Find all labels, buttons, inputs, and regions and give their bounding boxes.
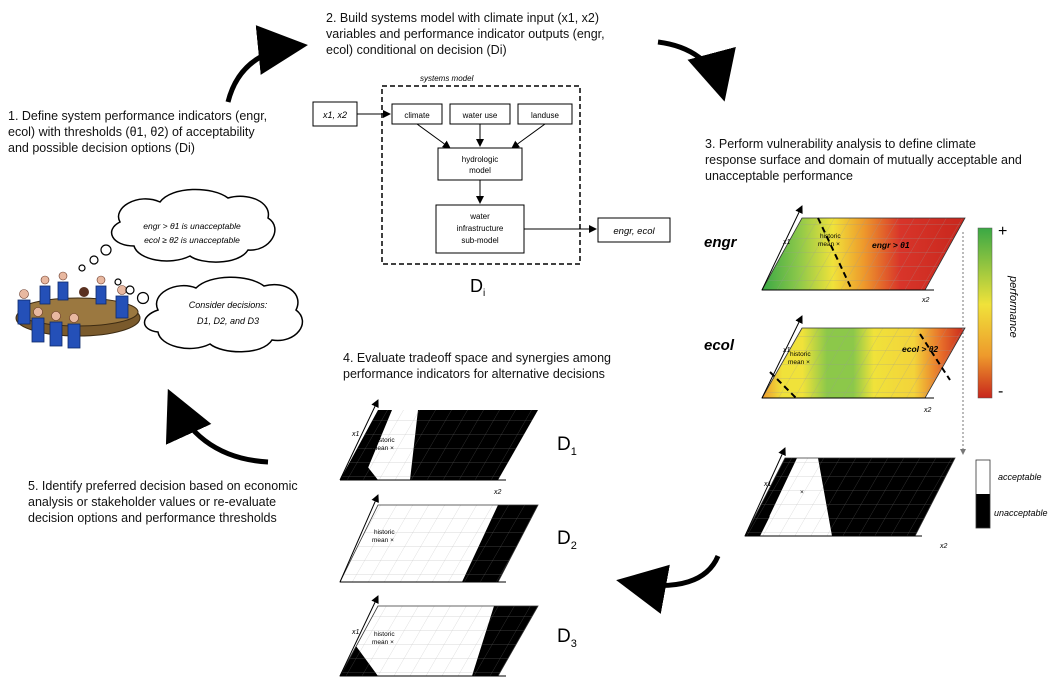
landuse-label: landuse [531,111,560,120]
ecol-label: ecol [704,337,735,354]
output-label: engr, ecol [613,226,655,237]
d3-mean: mean × [372,639,394,646]
combined-axis-x2-label: x2 [939,543,948,550]
legend-unacceptable: unacceptable [994,508,1048,518]
scale-plus: + [998,223,1007,240]
cycle-arrow-3-to-4 [616,554,721,614]
cloud-decisions [143,276,303,353]
cloud1-line1: engr > θ1 is unacceptable [143,221,241,231]
ecol-historic: historic [790,351,811,358]
engr-threshold-line [817,217,853,291]
water-infrastructure-box [435,204,525,254]
cloud-thresholds [110,188,276,263]
combined-mean-marker: × [800,489,804,496]
ecol-mean: mean × [788,359,810,366]
d2-axis-x1 [339,494,379,583]
d3-axis-x1 [339,595,379,677]
step4-text: 4. Evaluate tradeoff space and synergies… [343,351,611,381]
cycle-arrow-1-to-2 [225,25,308,103]
engr-axis-x1 [761,205,803,291]
step3-text: 3. Perform vulnerability analysis to def… [705,137,1022,183]
ecol-axis-x2-label: x2 [923,407,932,414]
cloud1-line2: ecol ≥ θ2 is unacceptable [144,235,240,245]
d1-mean: mean × [372,445,394,452]
decision-label: Di [470,276,485,299]
engr-axis-x2-label: x2 [921,297,930,304]
combined-axis-x1 [744,447,786,537]
engr-surface: historic mean × engr > θ1 [761,217,966,291]
cycle-arrow-5-to-1 [165,388,269,465]
d1-axis-x1-label: x1 [351,431,360,438]
combined-acceptability-map: × [744,457,956,537]
water-label-1: water [469,212,490,221]
tradeoff-map-d3: historic mean × [339,605,539,677]
ecol-axis-x1 [761,315,803,399]
hydrologic-label-1: hydrologic [462,155,498,164]
systems-model-frame [381,85,581,265]
ecol-axis-x1-label: x1 [782,347,791,354]
output-box [597,217,671,243]
d1-axis-x1 [339,399,379,481]
ecol-threshold-line-1 [769,371,797,399]
hydrologic-model-box [437,147,523,181]
engr-label: engr [704,234,738,251]
thought-bubbles [78,244,150,305]
water-use-label: water use [462,111,498,120]
ecol-surface: historic mean × ecol > θ2 [761,327,966,399]
d1-label: D1 [557,434,577,458]
ecol-threshold-label: ecol > θ2 [902,344,938,354]
engr-historic: historic [820,233,841,240]
d2-historic: historic [374,529,395,536]
meeting-illustration [15,271,141,349]
climate-to-hydro-arrow [416,123,451,149]
hydrologic-label-2: model [469,166,491,175]
water-label-2: infrastructure [457,224,504,233]
tradeoff-map-d2: historic mean × [339,504,539,583]
landuse-to-hydro-arrow [511,123,546,149]
legend-acceptable: acceptable [998,472,1042,482]
tradeoff-map-d1: historic mean × [340,410,538,480]
input-box [312,101,358,127]
d2-label: D2 [557,528,577,552]
d3-label: D3 [557,626,577,650]
acceptability-legend [975,459,991,529]
d1-axis-x2-label: x2 [493,489,502,496]
ecol-threshold-line-2 [919,333,951,381]
cycle-arrow-2-to-3 [657,39,736,102]
scale-minus: - [998,383,1003,400]
performance-scale [977,227,993,399]
scale-title: performance [1007,275,1019,338]
step1-text: 1. Define system performance indicators … [8,109,268,155]
water-label-3: sub-model [461,236,499,245]
engr-threshold-label: engr > θ1 [872,240,910,250]
engr-axis-x1-label: x1 [782,239,791,246]
cloud2-line1: Consider decisions: [189,300,268,310]
climate-label: climate [404,111,430,120]
d2-mean: mean × [372,537,394,544]
step2-text: 2. Build systems model with climate inpu… [326,11,605,57]
input-label: x1, x2 [322,110,347,120]
d1-historic: historic [374,437,395,444]
d3-historic: historic [374,631,395,638]
systems-model-caption: systems model [420,74,474,83]
cloud2-line2: D1, D2, and D3 [197,316,259,326]
combined-axis-x1-label: x1 [763,481,772,488]
d3-axis-x1-label: x1 [351,629,360,636]
engr-mean: mean × [818,241,840,248]
step5-text: 5. Identify preferred decision based on … [28,479,298,525]
